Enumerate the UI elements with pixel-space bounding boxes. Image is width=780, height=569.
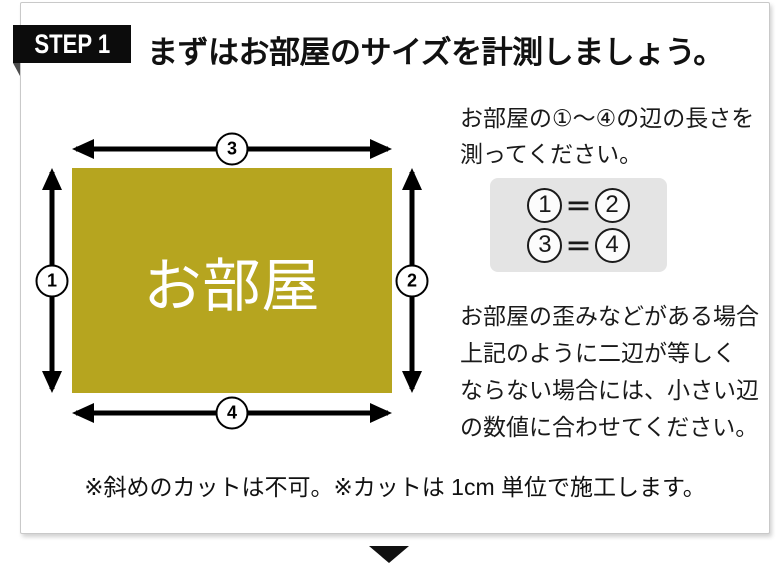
equation-row: 3 ＝ 4 xyxy=(527,227,630,264)
circle-number-badge-left: 1 xyxy=(35,264,69,297)
room-label: お部屋 xyxy=(143,253,321,319)
arrowhead-right-icon xyxy=(370,139,392,159)
cut-note: ※斜めのカットは不可。※カットは 1cm 単位で施工します。 xyxy=(84,474,706,500)
equation-circle: 1 xyxy=(527,187,563,223)
step1-ribbon: STEP 1 xyxy=(13,25,131,63)
measure-instruction-text: お部屋の①〜④の辺の長さを 測ってください。 xyxy=(460,105,755,167)
equals-sign: ＝ xyxy=(565,191,592,222)
arrowhead-down-icon xyxy=(402,371,422,393)
measure-arrow-top: 3 xyxy=(72,132,392,166)
measure-arrow-left: 1 xyxy=(35,168,69,393)
step1-ribbon-label: STEP 1 xyxy=(34,28,110,59)
arrowhead-left-icon xyxy=(72,403,94,423)
page-title: まずはお部屋のサイズを計測しましょう。 xyxy=(147,35,724,70)
room-rect: お部屋 xyxy=(72,168,392,393)
measure-arrow-bottom: 4 xyxy=(72,396,392,430)
ribbon-fold xyxy=(13,63,20,76)
arrowhead-left-icon xyxy=(72,139,94,159)
arrowhead-up-icon xyxy=(402,168,422,190)
equation-row: 1 ＝ 2 xyxy=(527,187,630,224)
equation-circle: 4 xyxy=(594,227,630,263)
equals-sign: ＝ xyxy=(565,231,592,262)
circle-number-badge-top: 3 xyxy=(215,132,249,166)
arrowhead-down-icon xyxy=(42,371,62,393)
arrowhead-right-icon xyxy=(370,403,392,423)
equation-circle: 2 xyxy=(594,187,630,223)
circle-number-badge-bottom: 4 xyxy=(215,396,249,430)
mismatch-note-text: お部屋の歪みなどがある場合 上記のように二辺が等しく ならない場合には、小さい辺… xyxy=(460,303,759,440)
equation-circle: 3 xyxy=(527,227,563,263)
measure-arrow-right: 2 xyxy=(395,168,429,393)
scroll-down-arrow-icon xyxy=(369,546,409,563)
arrowhead-up-icon xyxy=(42,168,62,190)
equality-note-box: 1 ＝ 2 3 ＝ 4 xyxy=(490,178,667,272)
circle-number-badge-right: 2 xyxy=(395,264,429,297)
